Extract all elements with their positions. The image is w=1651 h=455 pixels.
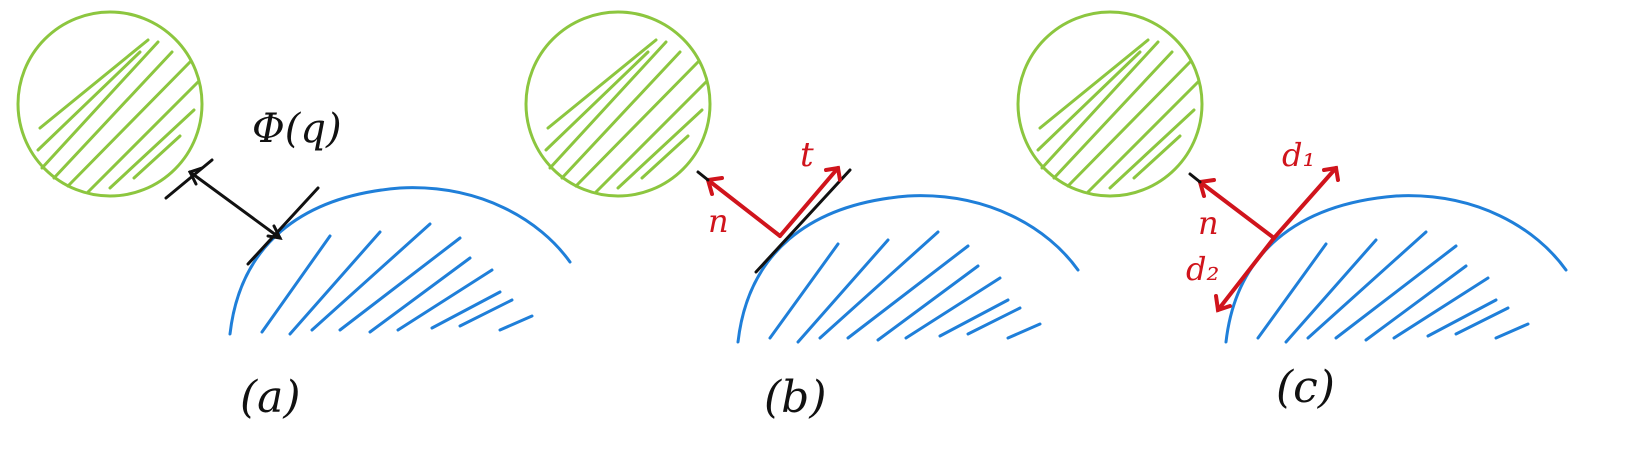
caption-b: (b) — [764, 372, 827, 423]
normal-label: n — [708, 202, 729, 240]
d1-vector — [1272, 165, 1340, 240]
distance-indicator — [164, 158, 320, 266]
d2-vector — [1214, 236, 1276, 313]
tangent-vector — [778, 165, 842, 238]
d2-label: d₂ — [1186, 250, 1219, 288]
surface-body — [1224, 194, 1568, 344]
obstacle-ball — [16, 10, 204, 198]
obstacle-ball — [524, 10, 712, 198]
distance-label: Φ(q) — [252, 106, 342, 152]
d1-label: d₁ — [1282, 136, 1315, 174]
normal-label: n — [1198, 204, 1219, 242]
surface-body — [736, 194, 1080, 344]
surface-body — [228, 186, 572, 336]
caption-a: (a) — [240, 372, 301, 423]
panel-c: n d₁ d₂ (c) — [1016, 10, 1568, 413]
panel-b: n t (b) — [524, 10, 1080, 423]
caption-c: (c) — [1276, 362, 1335, 413]
obstacle-ball — [1016, 10, 1204, 198]
tangent-label: t — [800, 135, 814, 175]
panel-a: Φ(q) (a) — [16, 10, 572, 423]
tangent-plane — [754, 168, 852, 274]
